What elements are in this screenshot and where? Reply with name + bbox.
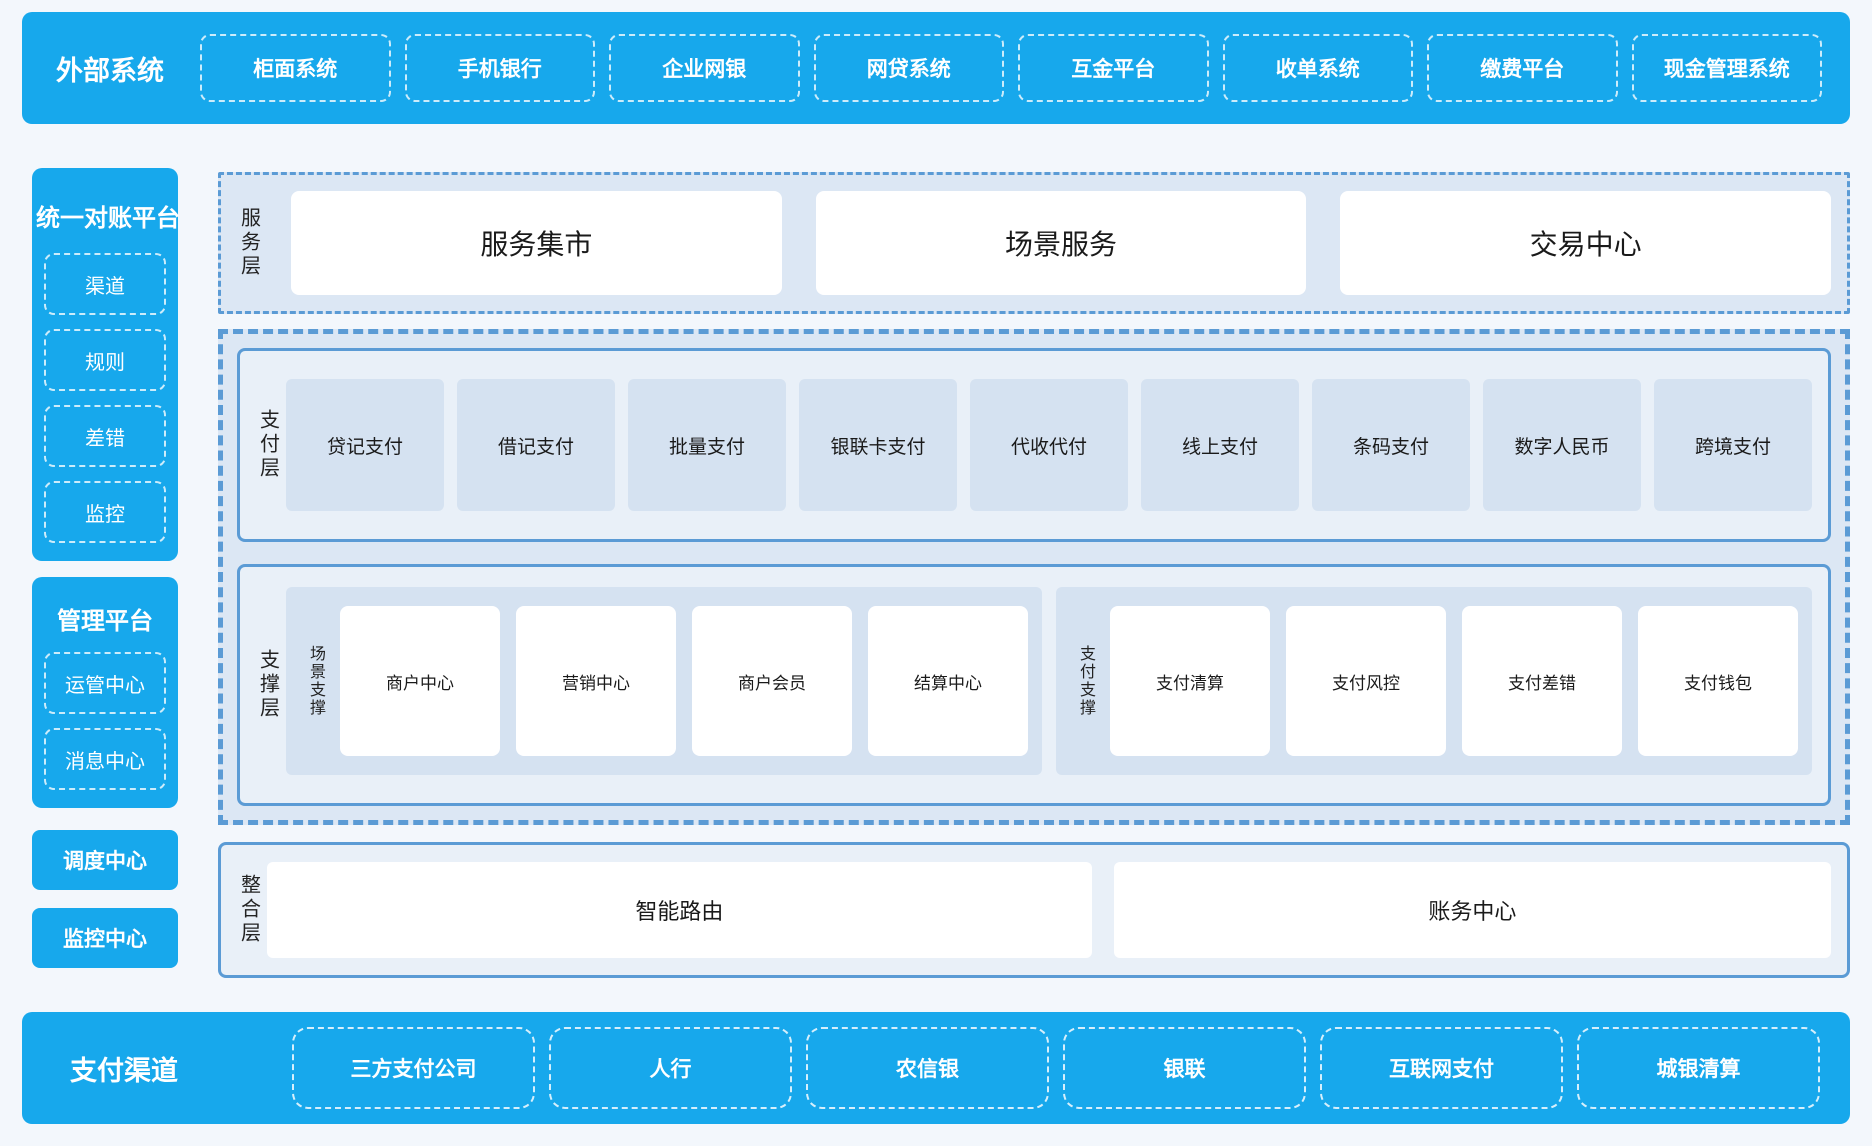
management-platform-items: 运管中心消息中心 xyxy=(44,652,166,790)
management-item-box: 消息中心 xyxy=(44,728,166,790)
support-layer-label: 支撑层 xyxy=(256,649,279,721)
scene-support-box: 结算中心 xyxy=(868,606,1028,756)
scene-support-items: 商户中心营销中心商户会员结算中心 xyxy=(340,599,1028,763)
scene-support-box: 商户会员 xyxy=(692,606,852,756)
payment-box: 银联卡支付 xyxy=(799,379,957,511)
external-systems-items: 柜面系统手机银行企业网银网贷系统互金平台收单系统缴费平台现金管理系统 xyxy=(200,34,1822,102)
external-system-box: 缴费平台 xyxy=(1427,34,1618,102)
payment-support-box: 支付钱包 xyxy=(1638,606,1798,756)
payment-channel-box: 三方支付公司 xyxy=(292,1027,535,1109)
external-systems-bar: 外部系统 柜面系统手机银行企业网银网贷系统互金平台收单系统缴费平台现金管理系统 xyxy=(22,12,1850,124)
payment-support-items: 支付清算支付风控支付差错支付钱包 xyxy=(1110,599,1798,763)
payment-channels-items: 三方支付公司人行农信银银联互联网支付城银清算 xyxy=(292,1027,1820,1109)
scene-support-box: 营销中心 xyxy=(516,606,676,756)
payment-channel-box: 银联 xyxy=(1063,1027,1306,1109)
external-system-box: 手机银行 xyxy=(404,34,595,102)
management-platform-block: 管理平台 运管中心消息中心 xyxy=(32,577,178,808)
external-systems-title: 外部系统 xyxy=(56,55,164,86)
reconciliation-item-box: 渠道 xyxy=(44,253,166,315)
payment-channel-box: 人行 xyxy=(549,1027,792,1109)
service-layer-label: 服务层 xyxy=(237,207,260,279)
scene-support-group: 场景支撑 商户中心营销中心商户会员结算中心 xyxy=(286,587,1042,775)
payment-box: 代收代付 xyxy=(970,379,1128,511)
integration-box: 智能路由 xyxy=(267,862,1092,958)
payment-layer-label: 支付层 xyxy=(256,409,279,481)
reconciliation-item-box: 差错 xyxy=(44,405,166,467)
external-system-box: 柜面系统 xyxy=(200,34,391,102)
integration-layer-label: 整合层 xyxy=(237,874,260,946)
integration-box: 账务中心 xyxy=(1113,862,1831,958)
payment-support-label: 支付支撑 xyxy=(1077,645,1094,717)
payment-channel-box: 互联网支付 xyxy=(1320,1027,1563,1109)
management-item-box: 运管中心 xyxy=(44,652,166,714)
external-system-box: 网贷系统 xyxy=(813,34,1004,102)
payment-support-box: 支付清算 xyxy=(1110,606,1270,756)
payment-channels-bar: 支付渠道 三方支付公司人行农信银银联互联网支付城银清算 xyxy=(22,1012,1850,1124)
external-system-box: 互金平台 xyxy=(1018,34,1209,102)
management-platform-title: 管理平台 xyxy=(57,608,153,635)
payment-support-group: 支付支撑 支付清算支付风控支付差错支付钱包 xyxy=(1056,587,1812,775)
payment-box: 条码支付 xyxy=(1312,379,1470,511)
left-sidebar: 统一对账平台 渠道规则差错监控 管理平台 运管中心消息中心 调度中心 监控中心 xyxy=(32,124,180,968)
service-layer-section: 服务层 服务集市场景服务交易中心 xyxy=(218,172,1850,314)
reconciliation-platform-title: 统一对账平台 xyxy=(36,205,180,232)
service-box: 服务集市 xyxy=(291,191,782,295)
external-system-box: 企业网银 xyxy=(609,34,800,102)
payment-layer-items: 贷记支付借记支付批量支付银联卡支付代收代付线上支付条码支付数字人民币跨境支付 xyxy=(286,363,1812,527)
payment-channels-title: 支付渠道 xyxy=(70,1055,178,1086)
reconciliation-item-box: 监控 xyxy=(44,481,166,543)
reconciliation-item-box: 规则 xyxy=(44,329,166,391)
external-system-box: 收单系统 xyxy=(1222,34,1413,102)
payment-box: 批量支付 xyxy=(628,379,786,511)
payment-architecture-diagram: 外部系统 柜面系统手机银行企业网银网贷系统互金平台收单系统缴费平台现金管理系统 … xyxy=(0,12,1872,1124)
dispatch-center-block: 调度中心 xyxy=(32,830,178,890)
monitor-center-block: 监控中心 xyxy=(32,908,178,968)
payment-channel-box: 城银清算 xyxy=(1577,1027,1820,1109)
service-box: 场景服务 xyxy=(815,191,1307,295)
payment-channel-box: 农信银 xyxy=(806,1027,1049,1109)
payment-support-box: 支付差错 xyxy=(1462,606,1622,756)
main-row: 统一对账平台 渠道规则差错监控 管理平台 运管中心消息中心 调度中心 监控中心 … xyxy=(22,124,1850,978)
support-layer-panel: 支撑层 场景支撑 商户中心营销中心商户会员结算中心 支付支撑 支付清算支付风控支… xyxy=(237,564,1831,806)
integration-layer-panel: 整合层 智能路由账务中心 xyxy=(218,842,1850,978)
payment-box: 跨境支付 xyxy=(1654,379,1812,511)
scene-support-box: 商户中心 xyxy=(340,606,500,756)
payment-support-box: 支付风控 xyxy=(1286,606,1446,756)
reconciliation-platform-block: 统一对账平台 渠道规则差错监控 xyxy=(32,168,180,561)
core-layers-container: 支付层 贷记支付借记支付批量支付银联卡支付代收代付线上支付条码支付数字人民币跨境… xyxy=(218,329,1850,825)
payment-box: 线上支付 xyxy=(1141,379,1299,511)
service-layer-items: 服务集市场景服务交易中心 xyxy=(291,191,1832,295)
payment-box: 数字人民币 xyxy=(1483,379,1641,511)
reconciliation-platform-items: 渠道规则差错监控 xyxy=(44,253,166,543)
payment-box: 借记支付 xyxy=(457,379,615,511)
integration-layer-items: 智能路由账务中心 xyxy=(267,857,1831,963)
layers-column: 服务层 服务集市场景服务交易中心 支付层 贷记支付借记支付批量支付银联卡支付代收… xyxy=(218,124,1850,978)
payment-box: 贷记支付 xyxy=(286,379,444,511)
support-layer-groups: 场景支撑 商户中心营销中心商户会员结算中心 支付支撑 支付清算支付风控支付差错支… xyxy=(286,587,1812,775)
scene-support-label: 场景支撑 xyxy=(307,645,324,717)
payment-layer-panel: 支付层 贷记支付借记支付批量支付银联卡支付代收代付线上支付条码支付数字人民币跨境… xyxy=(237,348,1831,542)
service-box: 交易中心 xyxy=(1340,191,1832,295)
external-system-box: 现金管理系统 xyxy=(1631,34,1822,102)
